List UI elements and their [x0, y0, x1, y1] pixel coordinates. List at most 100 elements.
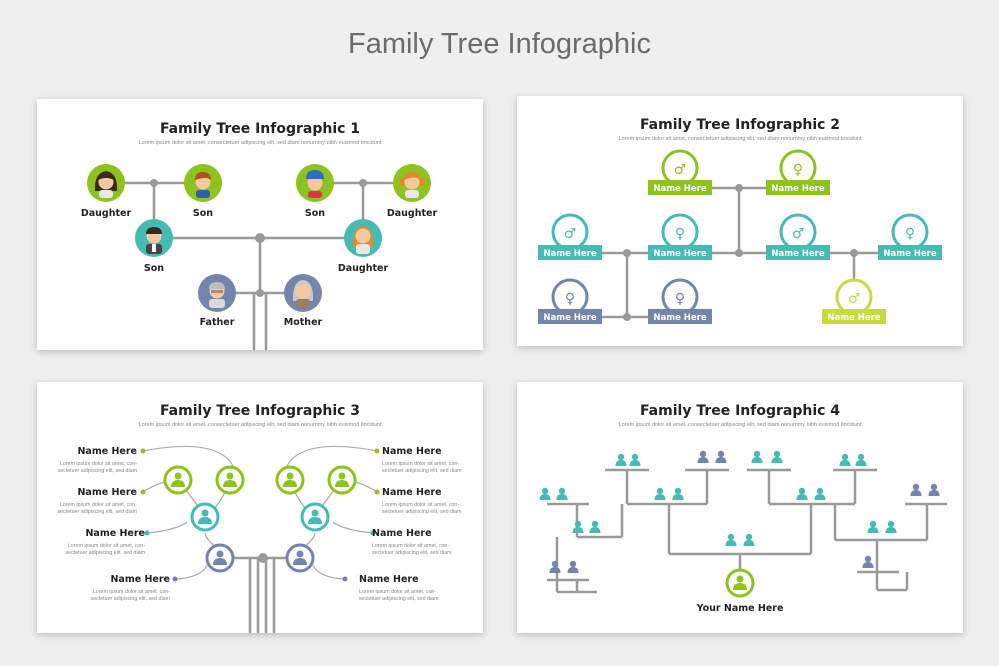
- male-symbol-icon: ♂: [848, 291, 861, 307]
- person-node-male-1: ♂ Name Here: [648, 149, 712, 195]
- slide-subtitle: Lorem ipsum dolor sit amet, consectetuer…: [619, 136, 862, 142]
- name-tag: Name Here: [543, 249, 597, 259]
- male-symbol-icon: ♂: [674, 162, 687, 178]
- person-label: Mother: [284, 317, 323, 328]
- junctions: [150, 179, 367, 297]
- description: sectetuer adipiscing elit, sed diam: [91, 596, 171, 602]
- person-node: [163, 465, 193, 495]
- slide-title: Family Tree Infographic 1: [160, 121, 360, 137]
- person-pair-icon: [549, 560, 579, 573]
- avatar-son-parent: [135, 219, 173, 257]
- description: sectetuer adipiscing elit, sed diam: [359, 596, 439, 602]
- name-label: Name Here: [85, 528, 145, 539]
- person-pair-icon: [796, 487, 826, 500]
- avatar-daughter-1: [87, 164, 125, 202]
- person-node: [327, 465, 357, 495]
- avatar-son-1: [184, 164, 222, 202]
- description: Lorem ipsum dolor sit amet, con-: [60, 502, 137, 508]
- slide-family-tree-3: Family Tree Infographic 3 Lorem ipsum do…: [37, 382, 483, 633]
- name-label: Name Here: [110, 574, 170, 585]
- person-pair-icon: [839, 453, 867, 466]
- description: Lorem ipsum dolor sit amet, con-: [372, 543, 449, 549]
- description: Lorem ipsum dolor sit amet, con-: [68, 543, 145, 549]
- name-tag: Name Here: [543, 313, 597, 323]
- person-node: [285, 543, 315, 573]
- name-label: Name Here: [372, 528, 432, 539]
- slide-subtitle: Lorem ipsum dolor sit amet, consectetuer…: [139, 422, 382, 428]
- page-title: Family Tree Infographic: [347, 28, 651, 60]
- slide-subtitle: Lorem ipsum dolor sit amet, consectetuer…: [619, 422, 862, 428]
- person-pair-icon: [572, 520, 601, 533]
- slide-title: Family Tree Infographic 4: [640, 403, 840, 419]
- person-node-female-5: ♀ Name Here: [648, 278, 712, 324]
- slide-title: Family Tree Infographic 3: [160, 403, 360, 419]
- name-tag: Name Here: [653, 184, 707, 194]
- description: sectetuer adipiscing elit, sed diam: [372, 550, 452, 556]
- name-tag: Name Here: [771, 249, 825, 259]
- person-node-female-3: ♀ Name Here: [878, 213, 942, 260]
- description: sectetuer adipiscing elit, sed diam: [382, 468, 462, 474]
- person-pair-icon: [539, 487, 568, 500]
- name-label: Name Here: [359, 574, 419, 585]
- root-person-node: [725, 568, 755, 598]
- description: Lorem ipsum dolor sit amet, con-: [359, 589, 436, 595]
- name-label: Name Here: [77, 487, 137, 498]
- name-tag: Name Here: [771, 184, 825, 194]
- avatar-mother: [284, 274, 322, 312]
- tree-lines: [220, 556, 300, 633]
- person-pair-icon: [751, 450, 783, 463]
- slide-subtitle: Lorem ipsum dolor sit amet, consectetuer…: [139, 140, 382, 146]
- person-node-female-1: ♀ Name Here: [766, 149, 830, 195]
- description: sectetuer adipiscing elit, sed diam: [382, 509, 462, 515]
- description: sectetuer adipiscing elit, sed diam: [58, 509, 138, 515]
- person-pair-icon: [615, 453, 641, 466]
- person-pair-icon: [867, 520, 897, 533]
- name-tag: Name Here: [883, 249, 937, 259]
- person-pair-icon: [697, 450, 727, 463]
- male-symbol-icon: ♂: [564, 226, 577, 242]
- name-tag: Name Here: [827, 313, 881, 323]
- person-label: Father: [200, 317, 235, 328]
- person-icon: [862, 555, 874, 568]
- person-node: [300, 502, 330, 532]
- person-node-female-4: ♀ Name Here: [538, 278, 602, 324]
- description: Lorem ipsum dolor sit amet, con-: [60, 461, 137, 467]
- female-symbol-icon: ♀: [793, 162, 803, 178]
- person-label: Daughter: [338, 263, 389, 274]
- person-label: Son: [305, 208, 325, 219]
- root-label: Your Name Here: [696, 603, 784, 614]
- name-label: Name Here: [77, 446, 137, 457]
- name-label: Name Here: [382, 487, 442, 498]
- person-node-male-4: ♂ Name Here: [822, 278, 886, 324]
- junction: [258, 553, 268, 563]
- person-label: Son: [193, 208, 213, 219]
- avatar-daughter-2: [393, 164, 431, 202]
- description: Lorem ipsum dolor sit amet, con-: [382, 461, 459, 467]
- description: Lorem ipsum dolor sit amet, con-: [93, 589, 170, 595]
- female-symbol-icon: ♀: [675, 226, 685, 242]
- female-symbol-icon: ♀: [675, 291, 685, 307]
- name-tag: Name Here: [653, 249, 707, 259]
- male-symbol-icon: ♂: [792, 226, 805, 242]
- person-label: Daughter: [81, 208, 132, 219]
- person-node: [215, 465, 245, 495]
- description: Lorem ipsum dolor sit amet, con-: [382, 502, 459, 508]
- name-tag: Name Here: [653, 313, 707, 323]
- person-node: [205, 543, 235, 573]
- name-label: Name Here: [382, 446, 442, 457]
- avatar-daughter-parent: [344, 219, 382, 257]
- person-label: Daughter: [387, 208, 438, 219]
- person-label: Son: [144, 263, 164, 274]
- tree-lines: [547, 468, 947, 594]
- person-node-female-2: ♀ Name Here: [648, 213, 712, 260]
- person-node-male-3: ♂ Name Here: [766, 213, 830, 260]
- person-node: [275, 465, 305, 495]
- person-pair-icon: [654, 487, 684, 500]
- avatar-son-2: [296, 164, 334, 202]
- person-pair-icon: [910, 483, 940, 496]
- slide-family-tree-2: Family Tree Infographic 2 Lorem ipsum do…: [517, 96, 963, 346]
- female-symbol-icon: ♀: [905, 226, 915, 242]
- junctions: [623, 184, 858, 321]
- avatar-father: [198, 274, 236, 312]
- person-node: [190, 502, 220, 532]
